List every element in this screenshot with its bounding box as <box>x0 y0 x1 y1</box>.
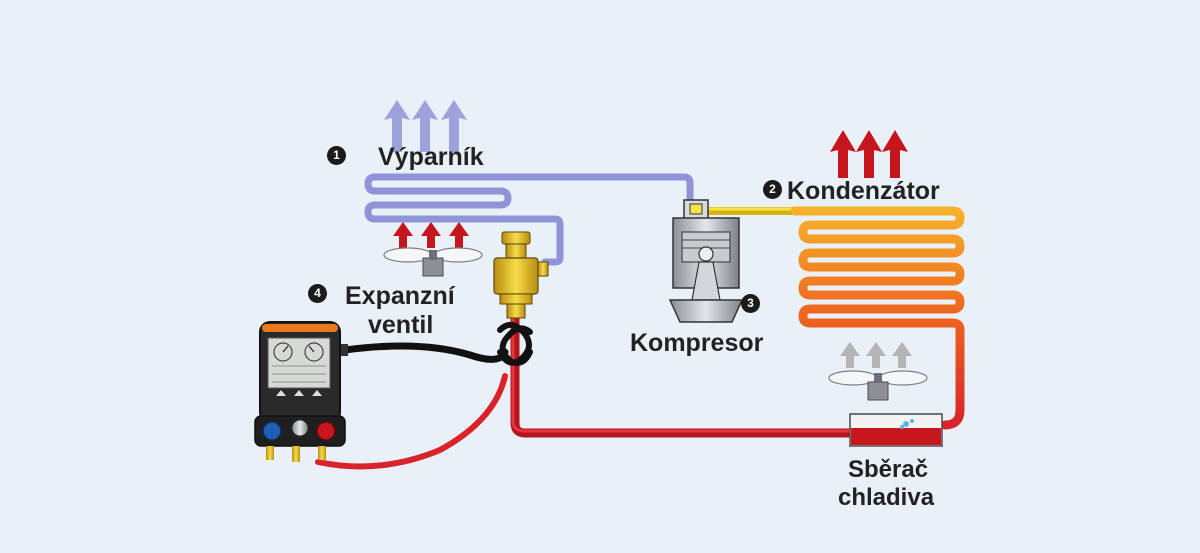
gauge-hoses <box>315 342 509 470</box>
evaporator-coil <box>364 173 694 266</box>
step-number-expansion: 4 <box>308 284 327 303</box>
step-number-evaporator: 1 <box>327 146 346 165</box>
step-number-condenser: 2 <box>763 180 782 199</box>
condenser-cool-arrows <box>840 342 912 368</box>
expansion-valve-icon <box>493 231 549 319</box>
label-compressor: Kompresor <box>630 329 764 357</box>
hot-gas-line <box>704 207 799 215</box>
evaporator-warm-arrows <box>393 222 469 248</box>
condenser-coil <box>790 206 965 430</box>
condenser-heat-arrows <box>830 130 908 178</box>
evaporator-heat-arrows <box>384 100 467 152</box>
digital-manifold-gauge-icon <box>254 321 346 462</box>
condenser-fan-icon <box>828 370 928 401</box>
label-condenser: Kondenzátor <box>787 177 940 205</box>
label-evaporator: Výparník <box>378 143 484 171</box>
label-expansion-valve-line2: ventil <box>368 311 434 339</box>
liquid-line <box>510 313 855 438</box>
label-expansion-valve-line1: Expanzní <box>345 282 455 310</box>
evaporator-fan-icon <box>383 247 483 277</box>
receiver-tank-icon <box>849 413 943 447</box>
step-number-compressor: 3 <box>741 294 760 313</box>
compressor-piston-icon <box>668 199 744 323</box>
label-receiver-line2: chladiva <box>838 484 935 511</box>
label-receiver-line1: Sběrač <box>848 456 929 483</box>
